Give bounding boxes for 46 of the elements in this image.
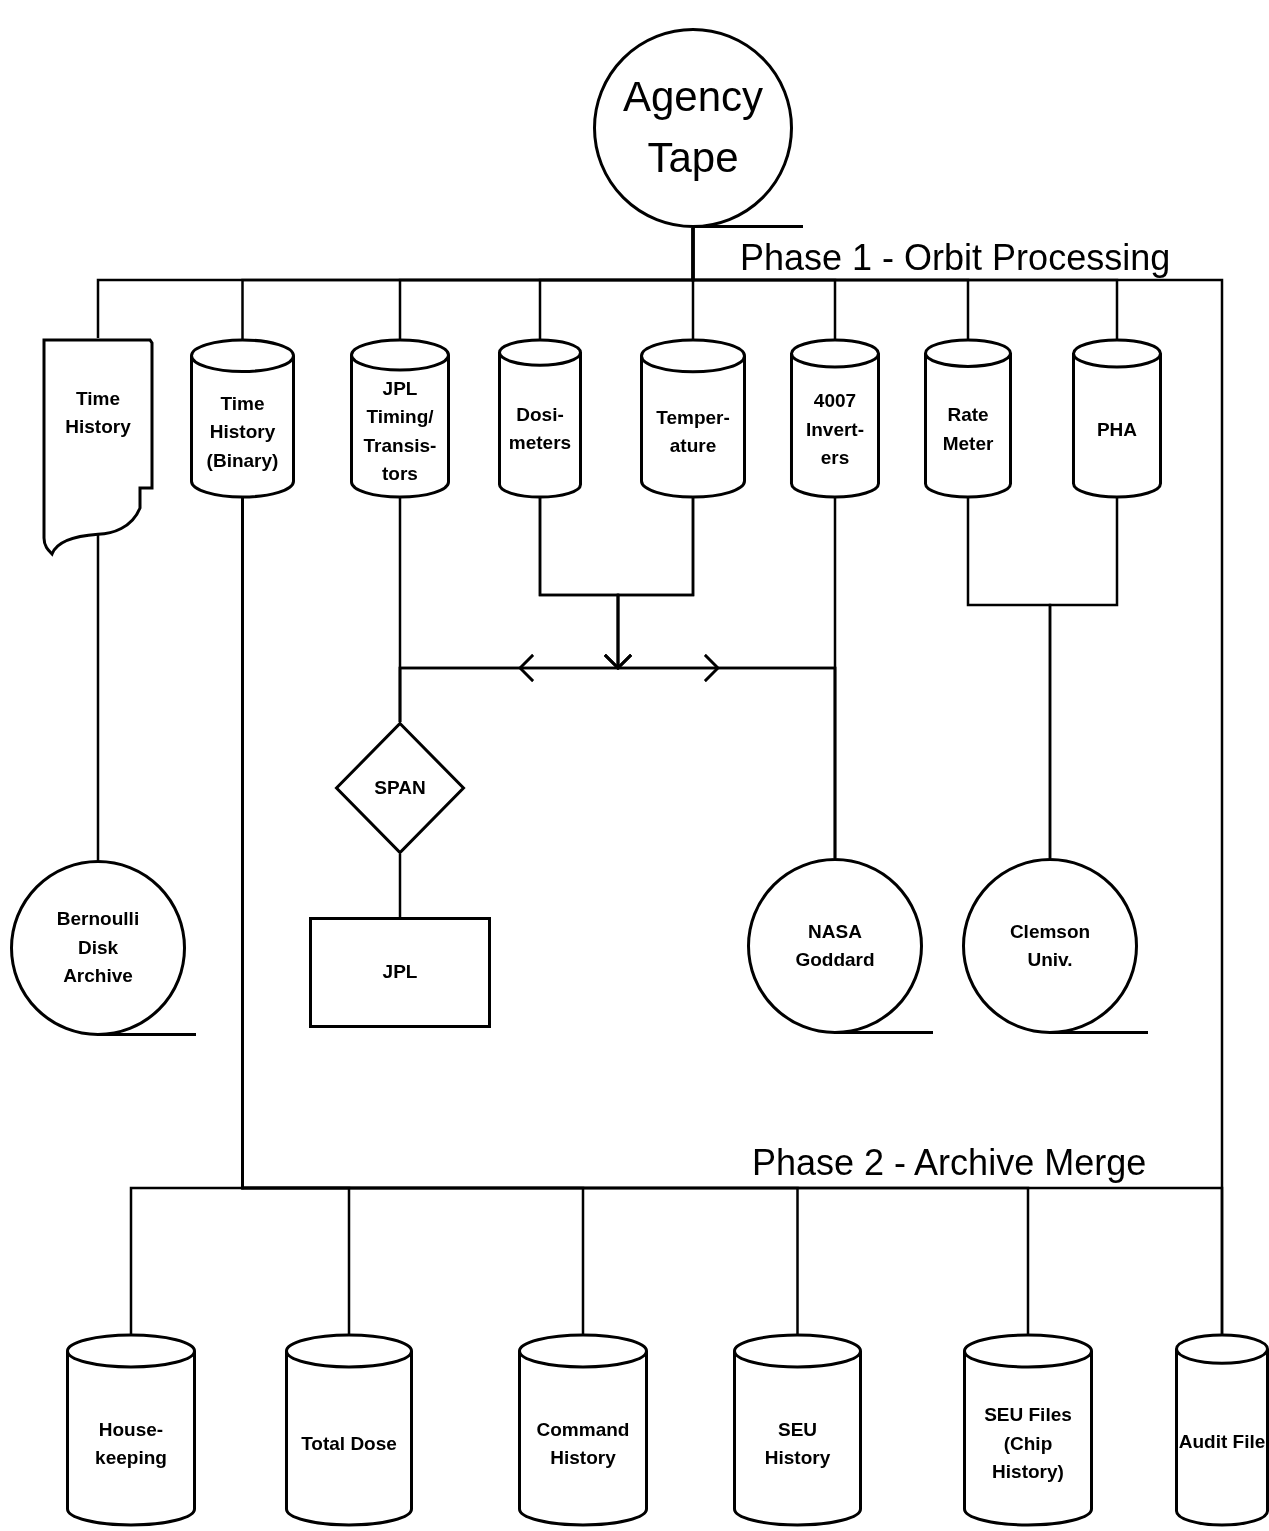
database-cylinder (498, 340, 582, 497)
database-cylinder (66, 1335, 196, 1525)
node-label: Dosi- meters (507, 402, 573, 456)
node-label: SEU Files (Chip History) (983, 1403, 1073, 1485)
database-cylinder (963, 1335, 1093, 1525)
tape-circle (593, 28, 803, 228)
node-label: Time History (64, 386, 132, 439)
node-label: Audit File (1178, 1429, 1266, 1454)
connector-line (833, 497, 837, 858)
connector-line (1048, 497, 1119, 858)
decision-diamond (335, 722, 465, 854)
database-cylinder (1175, 1335, 1269, 1525)
node-label: JPL Timing/ Transis- tors (362, 376, 438, 486)
phase-label: Phase 1 - Orbit Processing (740, 240, 1171, 276)
process-box (309, 917, 491, 1028)
database-cylinder (640, 340, 746, 497)
database-cylinder (733, 1335, 862, 1525)
database-cylinder (350, 340, 450, 497)
database-cylinder (790, 340, 880, 497)
node-label: Command History (535, 1417, 631, 1470)
node-label: Clemson Univ. (1008, 919, 1092, 972)
connector-line (96, 534, 100, 860)
database-cylinder (285, 1335, 413, 1525)
node-label: Bernoulli Disk Archive (55, 907, 141, 989)
connector-line (398, 854, 402, 917)
database-cylinder (518, 1335, 648, 1525)
database-cylinder (1072, 340, 1162, 497)
database-cylinder (190, 340, 295, 497)
phase-label: Phase 2 - Archive Merge (752, 1145, 1147, 1181)
node-label: PHA (1096, 417, 1138, 442)
node-label: Time History (Binary) (205, 391, 280, 473)
node-label: SPAN (374, 775, 426, 800)
node-label: Temper- ature (655, 405, 731, 459)
node-label: SEU History (763, 1417, 832, 1470)
tape-circle (962, 858, 1148, 1034)
node-label: Total Dose (301, 1431, 397, 1456)
node-label: Rate Meter (941, 403, 995, 456)
node-label: JPL (382, 960, 418, 985)
document-shape (42, 338, 154, 556)
node-label: House- keeping (94, 1417, 168, 1470)
tape-circle (747, 858, 933, 1034)
database-cylinder (924, 340, 1012, 497)
tape-circle (10, 860, 196, 1036)
node-label: Agency Tape (621, 72, 765, 183)
node-label: 4007 Invert- ers (804, 389, 866, 471)
node-label: NASA Goddard (794, 919, 876, 972)
